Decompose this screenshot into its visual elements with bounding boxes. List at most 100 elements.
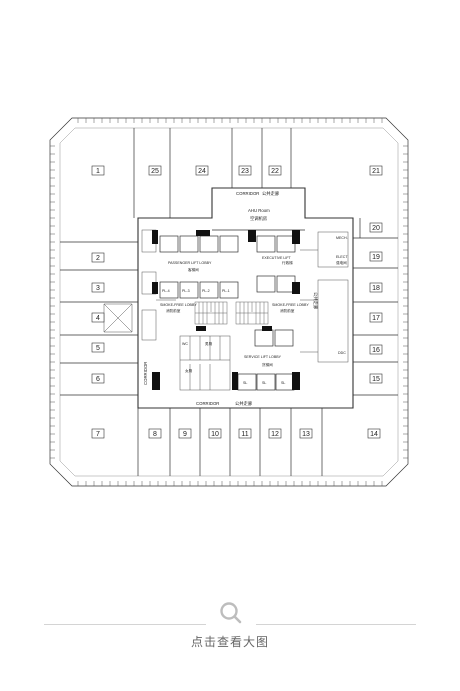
- smoke-lobby-right-label-cn: 消防前室: [280, 308, 295, 313]
- office-unit-box: [91, 342, 105, 353]
- sl-label-2: SL: [262, 381, 266, 385]
- ddc-label: DDC: [338, 351, 346, 355]
- office-unit-number: 23: [241, 168, 249, 175]
- office-unit-box: [195, 165, 209, 176]
- office-unit-number: 11: [241, 431, 248, 438]
- right-core-rooms: [300, 231, 349, 363]
- elect-label-cn: 强电间: [336, 260, 347, 265]
- smoke-lobby-left-label: SMOKE-FREE LOBBY: [160, 303, 197, 307]
- office-unit-number: 2: [96, 255, 100, 262]
- office-unit-number: 1: [96, 168, 100, 175]
- ahu-room-label-cn: 空调机房: [250, 215, 267, 222]
- stair-left: [194, 301, 228, 325]
- elect-label: ELECT: [336, 255, 348, 259]
- office-unit-box: [369, 312, 383, 323]
- office-unit-number: 13: [302, 431, 310, 438]
- office-unit-number: 18: [372, 285, 380, 292]
- passenger-lifts-top: [159, 235, 296, 253]
- office-unit-number: 3: [96, 285, 100, 292]
- right-partitions: [353, 218, 398, 396]
- office-unit-number: 6: [96, 376, 100, 383]
- smoke-lobby-left-label-cn: 消防前室: [166, 308, 181, 313]
- office-unit-number: 9: [183, 431, 187, 438]
- office-unit-box: [91, 165, 105, 176]
- passenger-lifts-mid: [159, 275, 296, 299]
- zoom-bar: 点击查看大图: [0, 590, 460, 660]
- office-unit-number: 24: [198, 168, 206, 175]
- structural-columns: [152, 230, 300, 390]
- divider-right: [256, 624, 416, 625]
- office-unit-box: [299, 428, 313, 439]
- sl-label-1: SL: [243, 381, 247, 385]
- office-unit-number: 22: [271, 168, 279, 175]
- office-unit-box: [238, 165, 252, 176]
- corridor-left-label: CORRIDOR: [143, 362, 148, 385]
- mech-label: MECH.: [336, 236, 348, 240]
- pl-label-2: PL-3: [182, 289, 190, 293]
- pl-label-3: PL-2: [202, 289, 210, 293]
- corridor-top-label: CORRIDOR: [236, 191, 259, 196]
- corridor-top-label-cn: 公共走廊: [262, 190, 280, 197]
- toilet-block: [179, 335, 231, 391]
- office-unit-box: [148, 428, 162, 439]
- passenger-lobby-label: PASSENGER LIFT LOBBY: [168, 261, 212, 265]
- left-core-rooms: [141, 229, 176, 341]
- core-outline: [137, 187, 354, 409]
- office-unit-box: [367, 428, 381, 439]
- office-unit-number: 25: [151, 168, 159, 175]
- office-unit-number: 4: [96, 315, 100, 322]
- office-unit-box: [91, 428, 105, 439]
- pl-label-4: PL-1: [222, 289, 230, 293]
- office-unit-box: [369, 344, 383, 355]
- service-lobby-label: SERVICE LIFT LOBBY: [244, 355, 282, 359]
- corridor-right-label-cn: 公共走廊: [312, 292, 319, 310]
- left-partitions: [60, 241, 138, 396]
- office-unit-box: [148, 165, 162, 176]
- service-lobby-label-cn: 货梯间: [262, 362, 273, 367]
- executive-lift-label: EXECUTIVE LIFT: [262, 256, 292, 260]
- divider-left: [44, 624, 206, 625]
- office-unit-box: [238, 428, 252, 439]
- office-unit-box: [268, 428, 282, 439]
- top-partitions: [133, 128, 292, 218]
- office-unit-box: [369, 222, 383, 233]
- facade-mullions: [50, 118, 408, 486]
- office-unit-number: 20: [372, 225, 380, 232]
- male-wc-label: 男厕: [205, 341, 213, 346]
- office-unit-number: 19: [372, 254, 380, 261]
- office-unit-box: [369, 373, 383, 384]
- corridor-bottom-label: CORRIDOR: [196, 401, 219, 406]
- office-unit-box: [91, 312, 105, 323]
- bottom-partitions: [137, 408, 323, 476]
- corridor-bottom-label-cn: 公共走廊: [235, 400, 253, 407]
- office-unit-number: 21: [372, 168, 380, 175]
- office-unit-box: [208, 428, 222, 439]
- void-cross: [103, 303, 133, 333]
- office-unit-box: [369, 282, 383, 293]
- stair-right: [235, 301, 269, 325]
- office-unit-number: 7: [96, 431, 100, 438]
- zoom-link[interactable]: 点击查看大图: [190, 635, 269, 649]
- office-unit-box: [91, 252, 105, 263]
- curtain-wall-inner: [59, 127, 399, 477]
- office-unit-box: [268, 165, 282, 176]
- building-outline: [49, 117, 409, 487]
- wc-label: WC: [182, 342, 188, 346]
- office-unit-number: 10: [211, 431, 219, 438]
- office-unit-number: 15: [372, 376, 380, 383]
- office-unit-box: [369, 165, 383, 176]
- pl-label-1: PL-4: [162, 289, 170, 293]
- office-unit-number: 17: [372, 315, 380, 322]
- office-unit-number: 14: [370, 431, 378, 438]
- office-unit-number: 16: [372, 347, 380, 354]
- office-unit-number: 8: [153, 431, 157, 438]
- office-unit-number: 12: [271, 431, 279, 438]
- sl-label-3: SL: [281, 381, 285, 385]
- passenger-lobby-label-cn: 客梯间: [188, 267, 199, 272]
- executive-lift-label-cn: 行政梯: [282, 260, 293, 265]
- office-unit-box: [91, 282, 105, 293]
- female-wc-label: 女厕: [185, 368, 193, 373]
- search-icon[interactable]: [218, 600, 244, 626]
